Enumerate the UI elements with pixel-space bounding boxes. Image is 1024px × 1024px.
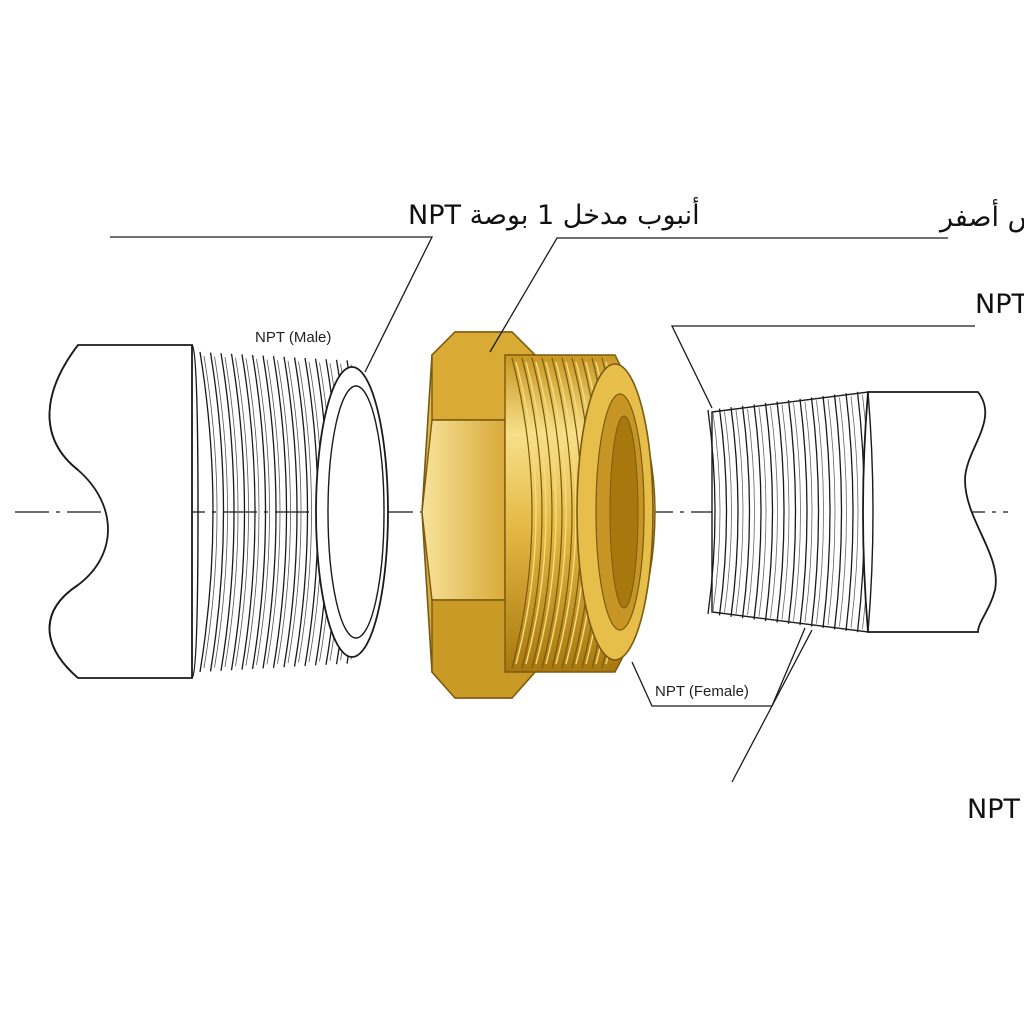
inlet-pipe [48,344,389,679]
thread-ridge [850,396,859,628]
thread-ridge [747,408,755,616]
outlet-pipe-body [862,391,997,633]
thread-ridge [521,357,543,669]
thread-ridge [203,355,218,669]
thread-ridge [753,404,762,620]
thread-ridge [845,393,854,631]
thread-ridge [298,361,312,663]
thread-ridge [707,409,716,615]
thread-ridge [827,398,836,626]
thread-ridge [230,353,246,671]
thread-ridge [816,400,824,624]
outlet-pipe-threads [707,391,870,633]
thread-ridge [220,353,235,671]
thread-ridge [804,401,813,623]
thread-ridge [245,358,260,666]
thread-ridge [541,357,563,669]
thread-ridge [209,352,225,672]
label-female-thread: NPT (Female) [631,627,806,707]
thread-ridge [214,356,228,668]
label-female-thread-text: NPT (Female) [655,683,749,700]
thread-ridge [712,412,721,612]
thread-ridge [724,411,732,613]
label-outlet-pipe-top: أنبوب مخرج 3/4 بوصة NPT [670,285,1024,409]
thread-ridge [272,356,288,668]
thread-ridge [235,357,249,667]
thread-ridge [810,397,820,627]
thread-ridge [293,357,309,667]
thread-ridge [741,405,751,619]
thread-ridge [735,410,744,614]
thread-ridge [283,356,298,668]
thread-ridge [718,408,728,616]
thread-ridge [822,395,831,629]
thread-ridge [793,403,801,621]
thread-ridge [515,361,537,665]
thread-ridge [551,357,573,669]
outlet-pipe-thread-section [711,391,869,633]
thread-ridge [730,407,739,617]
thread-ridge [770,405,778,619]
thread-ridge [545,361,567,665]
label-inlet-pipe-text: أنبوب مدخل 1 بوصة NPT [408,196,700,231]
thread-ridge [781,404,790,620]
thread-ridge [787,400,797,624]
label-outlet-pipe-bottom-text: أنبوب مخرج 3/4 بوصة NPT [967,790,1024,825]
label-bushing: جلبة سداسية مخفضة نحاس أصفر [489,198,1024,353]
label-inlet-pipe: أنبوب مدخل 1 بوصة NPT [110,196,700,373]
label-male-thread: NPT (Male) [255,329,331,346]
label-bushing-text: جلبة سداسية مخفضة نحاس أصفر [938,198,1024,233]
thread-ridge [241,354,256,670]
thread-ridge [833,394,843,630]
thread-ridge [555,361,577,665]
thread-ridge [199,351,214,673]
thread-ridge [251,354,267,670]
label-outlet-pipe-bottom: أنبوب مخرج 3/4 بوصة NPT [731,629,1024,825]
thread-ridge [266,359,281,665]
thread-ridge [776,401,785,623]
thread-ridge [799,398,808,626]
thread-ridge [839,397,847,627]
thread-ridge [277,360,291,664]
thread-ridge [511,357,533,669]
inlet-pipe-end-inner [327,385,385,639]
thread-ridge [535,361,557,665]
outlet-pipe [707,391,997,633]
thread-ridge [256,358,270,666]
thread-ridge [531,357,553,669]
thread-ridge [525,361,547,665]
label-outlet-pipe-top-text: أنبوب مخرج 3/4 بوصة NPT [975,285,1024,320]
brass-hex-bushing [421,331,656,699]
thread-ridge [262,355,277,669]
thread-ridge [287,360,302,664]
thread-ridge [224,357,239,667]
thread-ridge [758,407,767,617]
thread-ridge [764,402,774,622]
bushing-hex-face-middle [421,419,506,601]
